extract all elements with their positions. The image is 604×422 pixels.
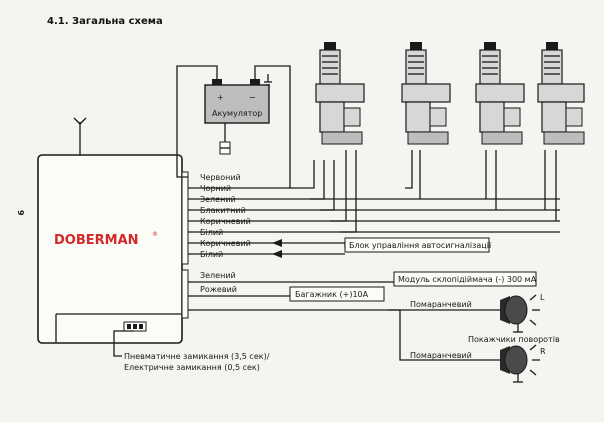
battery-plus: + — [217, 93, 224, 102]
top-connector — [181, 171, 189, 265]
lamp-l-label: L — [540, 293, 545, 302]
bottom-wires — [188, 281, 410, 361]
fuse-icon — [219, 123, 231, 155]
ignition-coil-icon-4 — [537, 42, 585, 145]
brand-logo: DOBERMAN — [54, 233, 139, 248]
control-unit — [37, 154, 183, 344]
battery-minus: − — [249, 93, 256, 102]
brand-mark: ® — [152, 231, 158, 238]
window-module-label: Модуль склопідіймача (-) 300 мА — [398, 275, 537, 284]
bottom-connector — [181, 269, 189, 319]
trunk-label: Багажник (+)10А — [295, 290, 369, 299]
alarm-control-box-label: Блок управління автосигналізації — [349, 241, 492, 250]
wire-label-red: Червоний — [200, 173, 241, 182]
ignition-coil-icon-1 — [315, 42, 365, 145]
wire-label-black: Чорний — [200, 184, 231, 193]
ignition-coil-icon-3 — [475, 42, 525, 145]
antenna-icon — [73, 117, 87, 155]
footnote-line-2: Електричне замикання (0,5 сек) — [124, 363, 260, 372]
footnote-line-1: Пневматичне замикання (3,5 сек)/ — [124, 352, 270, 361]
battery-icon — [204, 79, 270, 124]
turn-signals-label: Покажчики поворотів — [468, 335, 560, 344]
window-module-box — [393, 271, 537, 287]
turn-lamp-right-icon — [500, 344, 540, 376]
turn-lamp-left-icon — [500, 294, 540, 326]
ignition-coil-icon-2 — [401, 42, 451, 145]
wire-label-green-2: Зелений — [200, 271, 236, 280]
ground-icon — [513, 324, 523, 383]
alarm-control-box — [344, 237, 490, 253]
wire-label-orange-2: Помаранчевий — [410, 351, 472, 360]
wire-label-pink: Рожевий — [200, 285, 237, 294]
wire-label-orange-1: Помаранчевий — [410, 300, 472, 309]
page-number: 9 — [16, 210, 25, 216]
lamp-r-label: R — [540, 347, 546, 356]
trunk-box — [289, 286, 385, 302]
footnote-leader — [113, 330, 134, 357]
battery-label: Акумулятор — [212, 109, 262, 118]
top-wires — [188, 150, 560, 258]
page-title: 4.1. Загальна схема — [47, 16, 163, 27]
orange-wires — [410, 309, 500, 361]
battery-wires — [176, 65, 291, 189]
